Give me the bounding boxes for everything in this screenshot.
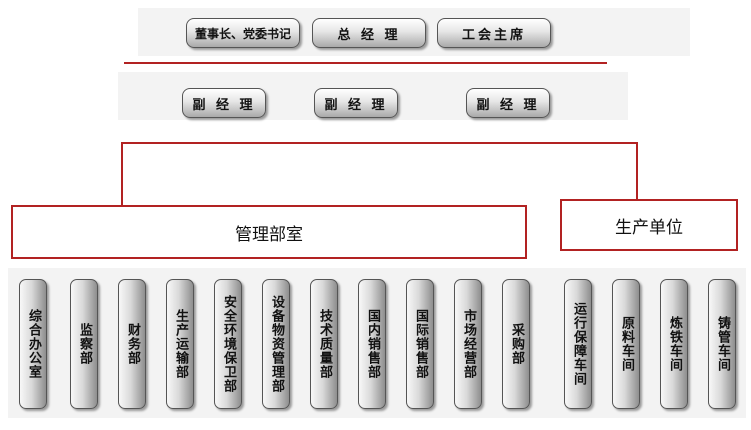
connector-right-drop — [636, 142, 638, 200]
management-departments-box: 管理部室 — [11, 205, 527, 259]
dept-general-office: 综合办公室 — [19, 279, 47, 409]
unit-raw-materials: 原料车间 — [612, 279, 640, 409]
dept-international-sales: 国际销售部 — [406, 279, 434, 409]
dept-domestic-sales: 国内销售部 — [358, 279, 386, 409]
dept-supervision: 监察部 — [70, 279, 98, 409]
connector-horizontal — [121, 142, 638, 144]
unit-ironmaking: 炼铁车间 — [660, 279, 688, 409]
chairman-party-secretary-box: 董事长、党委书记 — [186, 18, 300, 48]
dept-procurement: 采购部 — [502, 279, 530, 409]
leaders-separator-line — [124, 62, 607, 64]
deputy-manager-box-1: 副 经 理 — [182, 88, 266, 118]
dept-production-transport: 生产运输部 — [166, 279, 194, 409]
dept-finance: 财务部 — [118, 279, 146, 409]
connector-left-drop — [121, 142, 123, 206]
unit-pipe-casting: 铸管车间 — [708, 279, 736, 409]
dept-equipment-materials: 设备物资管理部 — [262, 279, 290, 409]
union-chairman-box: 工会主席 — [437, 18, 551, 48]
dept-safety-environment-security: 安全环境保卫部 — [214, 279, 242, 409]
unit-operation-support: 运行保障车间 — [564, 279, 592, 409]
dept-marketing: 市场经营部 — [454, 279, 482, 409]
deputy-manager-box-2: 副 经 理 — [314, 88, 398, 118]
general-manager-box: 总 经 理 — [312, 18, 426, 48]
production-units-box: 生产单位 — [560, 199, 738, 251]
deputy-manager-box-3: 副 经 理 — [466, 88, 550, 118]
dept-technology-quality: 技术质量部 — [310, 279, 338, 409]
